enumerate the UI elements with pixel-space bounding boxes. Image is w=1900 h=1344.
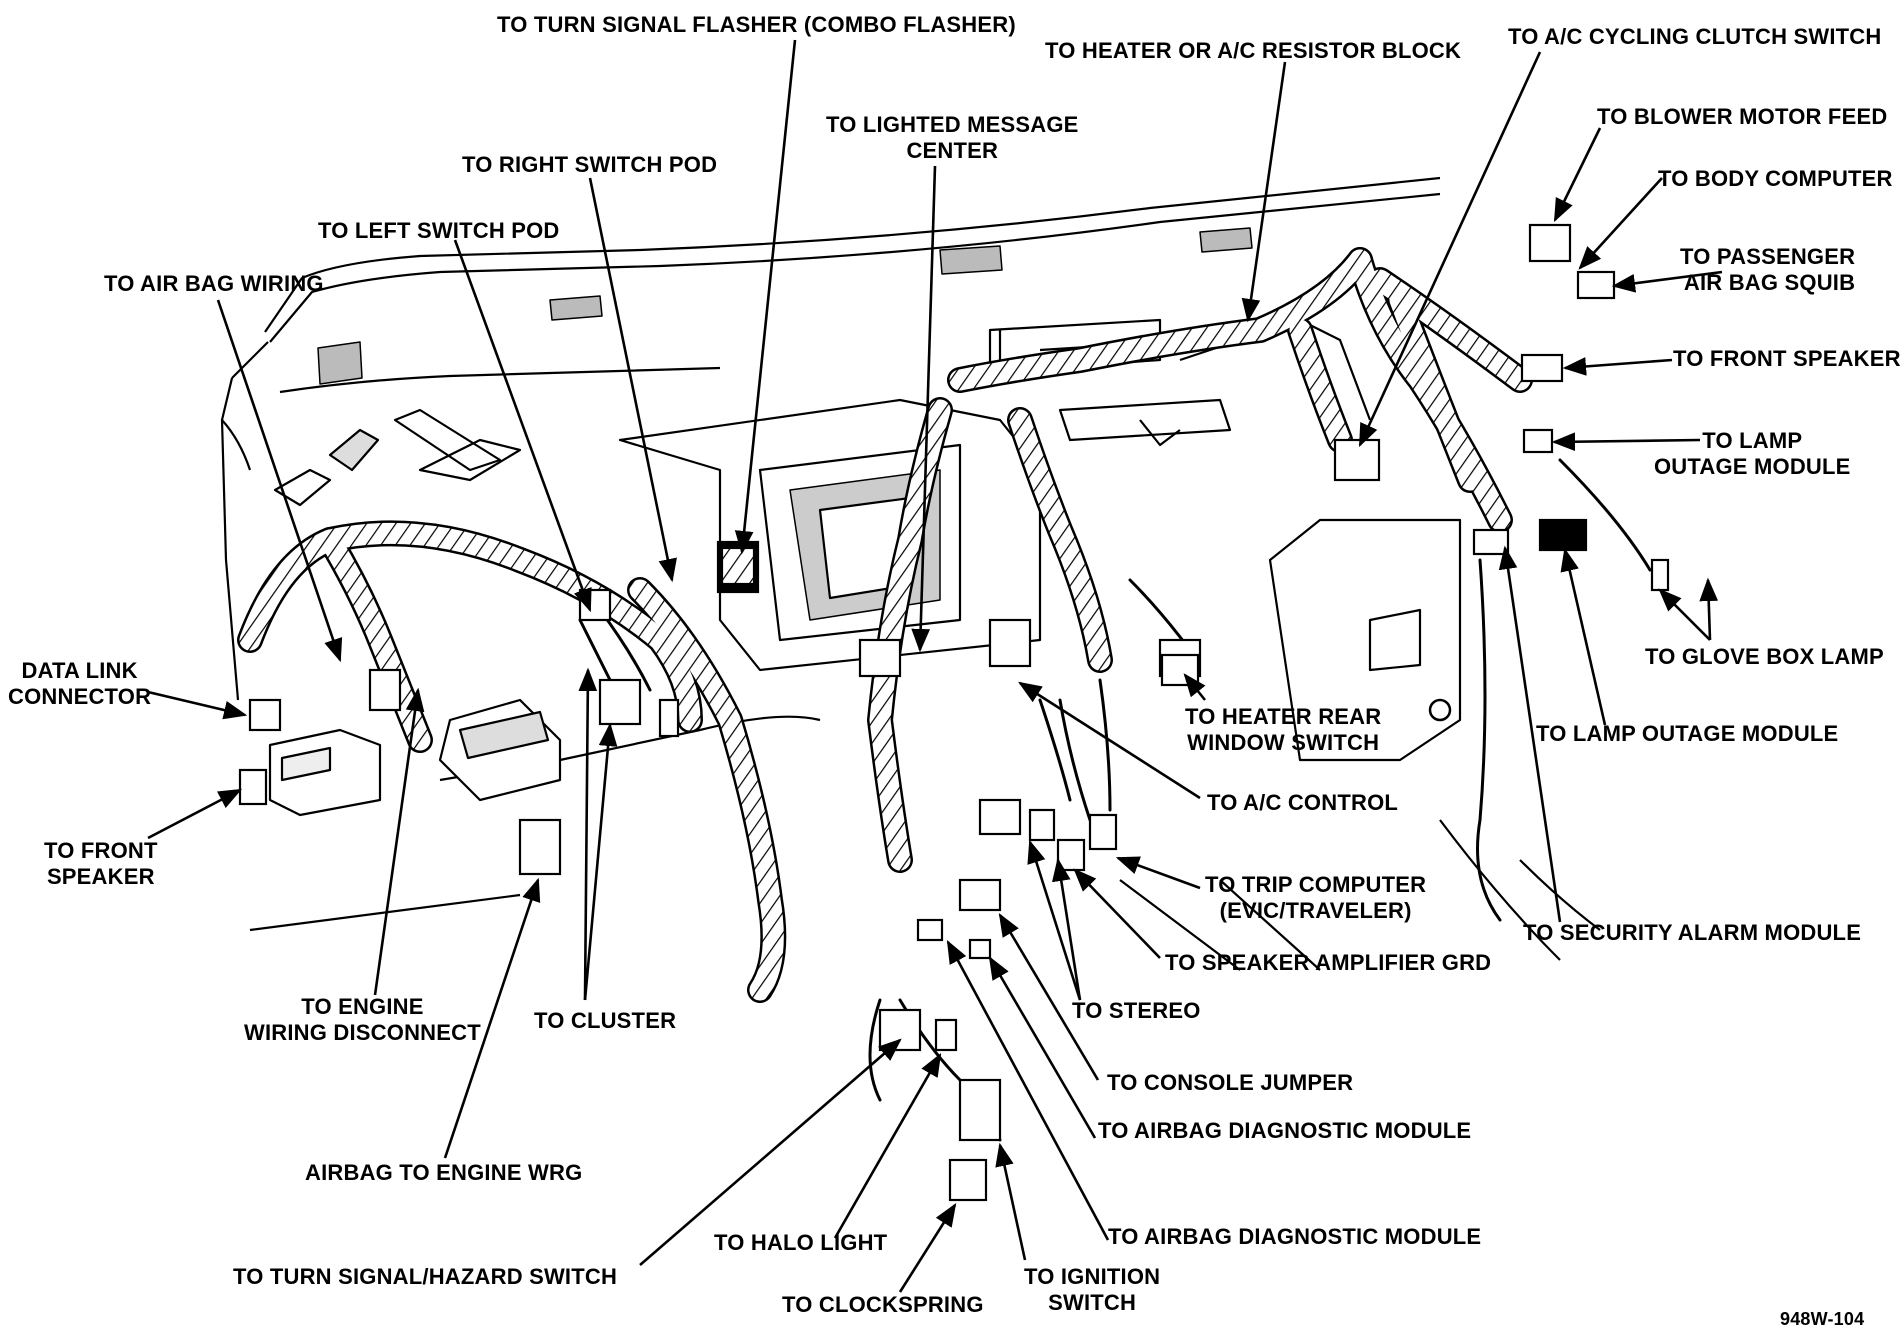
label-blower-motor-feed: TO BLOWER MOTOR FEED (1597, 104, 1888, 129)
leader-lighted-message-center (911, 165, 937, 653)
label-clockspring: TO CLOCKSPRING (782, 1292, 984, 1317)
leader-heater-rear-window (1183, 673, 1207, 701)
leader-blower-motor-feed (1553, 127, 1602, 223)
leader-airbag-to-engine-wrg (443, 877, 541, 1159)
leader-glove-box-lamp-1 (1658, 588, 1711, 641)
leader-cluster-1 (578, 667, 598, 1001)
leader-left-switch-pod (453, 239, 592, 613)
label-console-jumper: TO CONSOLE JUMPER (1107, 1070, 1354, 1095)
label-lighted-message-center: TO LIGHTED MESSAGE CENTER (826, 112, 1079, 163)
label-heater-ac-resistor: TO HEATER OR A/C RESISTOR BLOCK (1045, 38, 1462, 63)
label-front-speaker-left: TO FRONT SPEAKER (44, 838, 158, 889)
label-passenger-air-bag-squib: TO PASSENGER AIR BAG SQUIB (1680, 244, 1856, 295)
leader-lamp-outage-lower (1560, 547, 1607, 726)
label-heater-rear-window: TO HEATER REAR WINDOW SWITCH (1185, 704, 1382, 755)
label-ignition-switch: TO IGNITION SWITCH (1024, 1264, 1161, 1315)
leader-glove-box-lamp-2 (1699, 577, 1719, 641)
dashboard-outline (220, 176, 1601, 971)
leader-speaker-amplifier-grd (1073, 868, 1161, 959)
leader-lamp-outage-upper (1551, 432, 1701, 452)
label-stereo: TO STEREO (1072, 998, 1201, 1023)
label-right-switch-pod: TO RIGHT SWITCH POD (462, 152, 718, 177)
leader-trip-computer (1115, 856, 1201, 890)
leader-engine-wiring-disconnect (373, 687, 425, 996)
label-data-link-connector: DATA LINK CONNECTOR (8, 658, 152, 709)
leader-ignition-switch (995, 1142, 1027, 1261)
label-security-alarm: TO SECURITY ALARM MODULE (1523, 920, 1862, 945)
leader-lines (147, 39, 1723, 1293)
leader-ac-cycling-clutch (1358, 51, 1542, 448)
label-ac-control: TO A/C CONTROL (1207, 790, 1399, 815)
leader-turn-signal-flasher (734, 39, 797, 555)
grommet-icon (1428, 698, 1452, 722)
connectors (238, 223, 1670, 1202)
label-ac-cycling-clutch: TO A/C CYCLING CLUTCH SWITCH (1508, 24, 1882, 49)
label-lamp-outage-upper: TO LAMP OUTAGE MODULE (1654, 428, 1851, 479)
leader-airbag-diagnostic-2 (946, 939, 1110, 1241)
label-body-computer: TO BODY COMPUTER (1658, 166, 1893, 191)
leader-body-computer (1578, 177, 1663, 270)
leader-passenger-air-bag-squib (1611, 270, 1723, 293)
leader-right-switch-pod (588, 177, 677, 583)
label-front-speaker-right: TO FRONT SPEAKER (1673, 346, 1900, 371)
leader-halo-light (833, 1052, 942, 1239)
label-speaker-amplifier-grd: TO SPEAKER AMPLIFIER GRD (1165, 950, 1492, 975)
leader-heater-ac-resistor (1241, 61, 1287, 323)
leader-stereo-1 (1027, 839, 1082, 1001)
label-airbag-diagnostic-1: TO AIRBAG DIAGNOSTIC MODULE (1098, 1118, 1472, 1143)
label-trip-computer: TO TRIP COMPUTER (EVIC/TRAVELER) (1205, 872, 1427, 923)
label-left-switch-pod: TO LEFT SWITCH POD (318, 218, 560, 243)
label-cluster: TO CLUSTER (534, 1008, 677, 1033)
leader-cluster-2 (583, 722, 618, 1001)
leader-air-bag-wiring (216, 299, 343, 663)
label-lamp-outage-lower: TO LAMP OUTAGE MODULE (1536, 721, 1839, 746)
label-turn-signal-flasher: TO TURN SIGNAL FLASHER (COMBO FLASHER) (497, 12, 1016, 37)
leader-data-link-connector (147, 690, 248, 720)
leader-clockspring (898, 1203, 957, 1293)
leader-ac-control (1018, 681, 1201, 800)
leader-turn-signal-hazard (639, 1038, 902, 1266)
label-airbag-diagnostic-2: TO AIRBAG DIAGNOSTIC MODULE (1108, 1224, 1482, 1249)
leader-stereo-2 (1052, 857, 1082, 1001)
label-air-bag-wiring: TO AIR BAG WIRING (104, 271, 324, 296)
label-halo-light: TO HALO LIGHT (714, 1230, 888, 1255)
label-engine-wiring-disconnect: TO ENGINE WIRING DISCONNECT (244, 994, 481, 1045)
leader-front-speaker-right (1562, 357, 1673, 376)
label-airbag-to-engine-wrg: AIRBAG TO ENGINE WRG (305, 1160, 583, 1185)
leader-console-jumper (998, 912, 1100, 1081)
leader-security-alarm (1498, 545, 1562, 923)
label-turn-signal-hazard: TO TURN SIGNAL/HAZARD SWITCH (233, 1264, 618, 1289)
figure-number: 948W-104 (1780, 1309, 1865, 1329)
leader-front-speaker-left (147, 788, 243, 840)
leader-airbag-diagnostic-1 (988, 955, 1097, 1139)
label-glove-box-lamp: TO GLOVE BOX LAMP (1645, 644, 1884, 669)
